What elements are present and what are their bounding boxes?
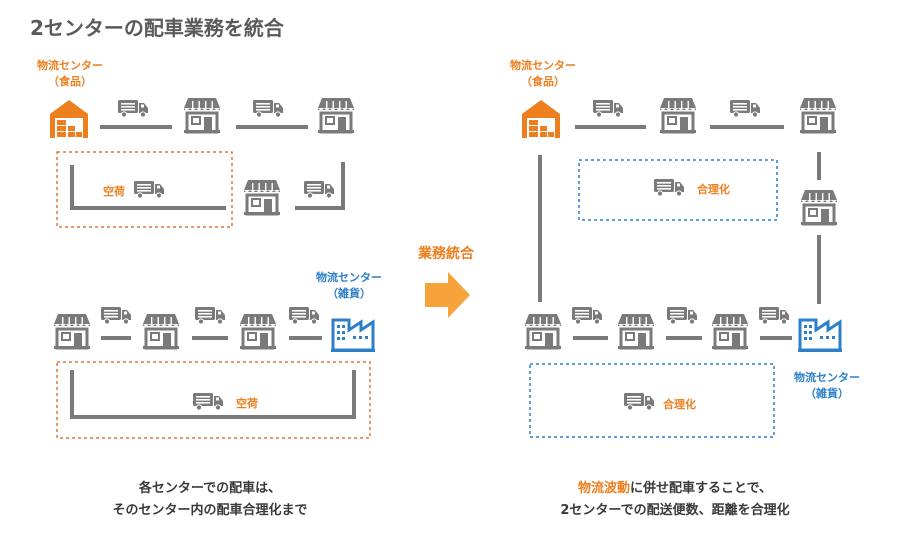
right-caption: 物流波動に併せ配車することで、 2センターでの配送便数、距離を合理化 <box>505 478 845 522</box>
arrow-right-icon <box>425 272 470 318</box>
right-integrated-route <box>529 125 821 438</box>
store-icon <box>141 312 181 351</box>
truck-icon <box>252 99 284 118</box>
truck-icon <box>117 99 149 118</box>
food-center-label-line1: 物流センター <box>510 59 576 72</box>
warehouse-icon <box>522 100 560 138</box>
truck-icon <box>758 306 790 325</box>
page-title: 2センターの配車業務を統合 <box>30 16 284 40</box>
right-caption-highlight: 物流波動 <box>577 481 630 496</box>
rationalize-label: 合理化 <box>697 183 730 196</box>
right-caption-line2: 2センターでの配送便数、距離を合理化 <box>560 503 790 518</box>
store-icon <box>798 96 838 135</box>
truck-icon <box>194 306 226 325</box>
store-icon <box>182 96 222 135</box>
truck-icon <box>592 99 624 118</box>
truck-icon <box>666 306 698 325</box>
empty-load-label: 空荷 <box>103 185 125 198</box>
truck-icon <box>653 178 685 197</box>
food-center-label: 物流センター （食品） <box>30 58 110 90</box>
food-center-label: 物流センター （食品） <box>503 58 583 90</box>
integration-label: 業務統合 <box>418 246 474 262</box>
truck-icon <box>303 180 335 199</box>
truck-icon <box>192 392 224 411</box>
misc-center-label-line1: 物流センター <box>316 271 382 284</box>
misc-center-label: 物流センター （雑貨） <box>309 270 389 302</box>
left-food-route <box>56 125 345 228</box>
misc-center-label: 物流センター （雑貨） <box>787 370 867 402</box>
store-icon <box>523 312 563 351</box>
food-center-label-line1: 物流センター <box>37 59 103 72</box>
truck-icon <box>100 306 132 325</box>
empty-load-zone <box>56 151 233 228</box>
store-icon <box>242 178 282 217</box>
truck-icon <box>571 306 603 325</box>
rationalize-zone <box>578 159 778 221</box>
store-icon <box>316 96 356 135</box>
left-caption-line1: 各センターでの配車は、 <box>138 481 282 496</box>
factory-icon <box>796 318 844 354</box>
empty-load-zone <box>56 361 371 439</box>
misc-center-label-line1: 物流センター <box>794 371 860 384</box>
store-icon <box>616 312 656 351</box>
misc-center-label-line2: （雑貨） <box>327 287 371 300</box>
truck-icon <box>288 306 320 325</box>
store-icon <box>658 96 698 135</box>
factory-icon <box>329 318 377 354</box>
right-caption-line1: 物流波動に併せ配車することで、 <box>505 478 845 500</box>
truck-icon <box>133 180 165 199</box>
left-caption: 各センターでの配車は、 そのセンター内の配車合理化まで <box>60 478 360 522</box>
store-icon <box>710 312 750 351</box>
right-caption-line1-rest: に併せ配車することで、 <box>629 481 773 496</box>
warehouse-icon <box>50 100 88 138</box>
truck-icon <box>623 392 655 411</box>
store-icon <box>238 312 278 351</box>
rationalize-zone <box>529 363 775 438</box>
truck-icon <box>729 99 761 118</box>
empty-load-label: 空荷 <box>236 397 258 410</box>
food-center-label-line2: （食品） <box>48 75 92 88</box>
misc-center-label-line2: （雑貨） <box>805 387 849 400</box>
food-center-label-line2: （食品） <box>521 75 565 88</box>
store-icon <box>799 188 839 227</box>
left-caption-line2: そのセンター内の配車合理化まで <box>112 503 308 518</box>
rationalize-label: 合理化 <box>663 398 696 411</box>
left-misc-route <box>56 336 371 439</box>
store-icon <box>52 312 92 351</box>
